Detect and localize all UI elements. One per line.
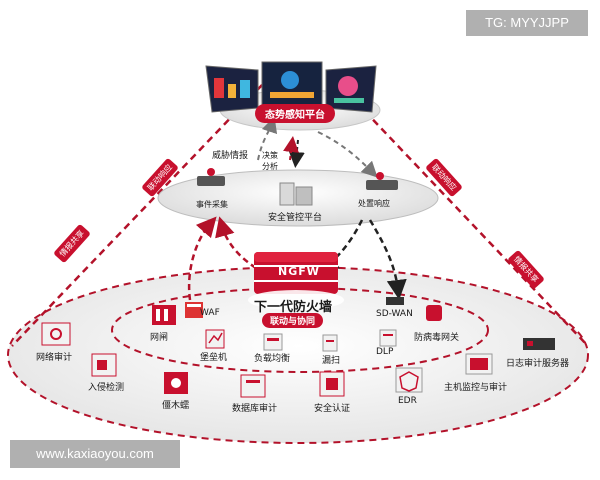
bastion-icon-shape [205, 329, 225, 349]
ngfw-title: 下一代防火墙 [254, 300, 333, 315]
label-dlp: DLP [376, 347, 394, 357]
arrow-to-response [317, 131, 378, 178]
label-network-audit: 网络审计 [36, 353, 73, 363]
linkage-collab-label: 联动与协同 [262, 313, 324, 328]
security-control-platform-label: 安全管控平台 [268, 213, 323, 223]
label-bastion: 堡垒机 [200, 353, 228, 363]
label-security-auth: 安全认证 [314, 404, 351, 414]
ngfw-brand-label: NGFW [278, 265, 320, 278]
label-antivirus: 防病毒网关 [414, 333, 460, 343]
gateway-icon-shape [152, 305, 176, 325]
decision-label-1: 决策 [262, 151, 278, 160]
net-audit-icon-shape [41, 322, 71, 346]
label-db-audit: 数据库审计 [232, 404, 278, 414]
db-audit-icon-shape [240, 374, 266, 398]
arrow-decision-down [288, 139, 305, 168]
cone-left-line [11, 84, 263, 347]
label-zombie: 僵木蠕 [162, 401, 190, 411]
arrow-left-up-1 [187, 216, 217, 301]
threat-intel-label: 威胁情报 [212, 151, 249, 161]
inner-ring-ellipse [111, 287, 489, 373]
handle-response-label: 处置响应 [358, 199, 390, 208]
lb-icon-shape [263, 333, 283, 351]
waf-icon-shape [185, 302, 203, 318]
label-sdwan: SD-WAN [376, 309, 413, 319]
label-edr: EDR [398, 396, 417, 406]
label-host-monitor: 主机监控与审计 [444, 383, 508, 393]
host-monitor-icon-shape [465, 353, 493, 375]
auth-icon-shape [319, 371, 345, 397]
arrow-left-up-2 [215, 216, 257, 270]
responder-device [366, 172, 398, 190]
label-waf: WAF [200, 308, 220, 318]
label-leak-scan: 漏扫 [322, 356, 341, 366]
edr-icon-shape [395, 367, 423, 393]
sdwan-icon-shape [386, 297, 404, 305]
ngfw-device [248, 252, 344, 310]
label-load-balance: 负载均衡 [254, 354, 291, 364]
ids-icon-shape [91, 353, 117, 377]
av-icon-shape [426, 305, 442, 321]
collector-device [197, 168, 225, 186]
label-log-audit-server: 日志审计服务器 [506, 359, 570, 369]
arrow-decision-up [283, 136, 299, 161]
zombie-icon-shape [164, 372, 188, 394]
watermark-bottom: www.kaxiaoyou.com [10, 440, 180, 468]
dlp-icon-shape [379, 329, 397, 347]
cone-right-line [339, 84, 589, 347]
controller-device [279, 182, 313, 206]
log-server-icon-shape [523, 338, 555, 350]
situational-awareness-label: 态势感知平台 [255, 104, 335, 123]
label-gateway: 网闸 [150, 333, 169, 343]
arrow-threat-intel [257, 116, 278, 161]
dashboard-monitors [205, 61, 377, 113]
watermark-top: TG: MYYJJPP [466, 10, 588, 36]
scan-icon-shape [322, 334, 338, 352]
event-collect-label: 事件采集 [196, 200, 228, 209]
label-intrusion-detect: 入侵检测 [88, 383, 125, 393]
decision-label-2: 分析 [262, 162, 278, 171]
